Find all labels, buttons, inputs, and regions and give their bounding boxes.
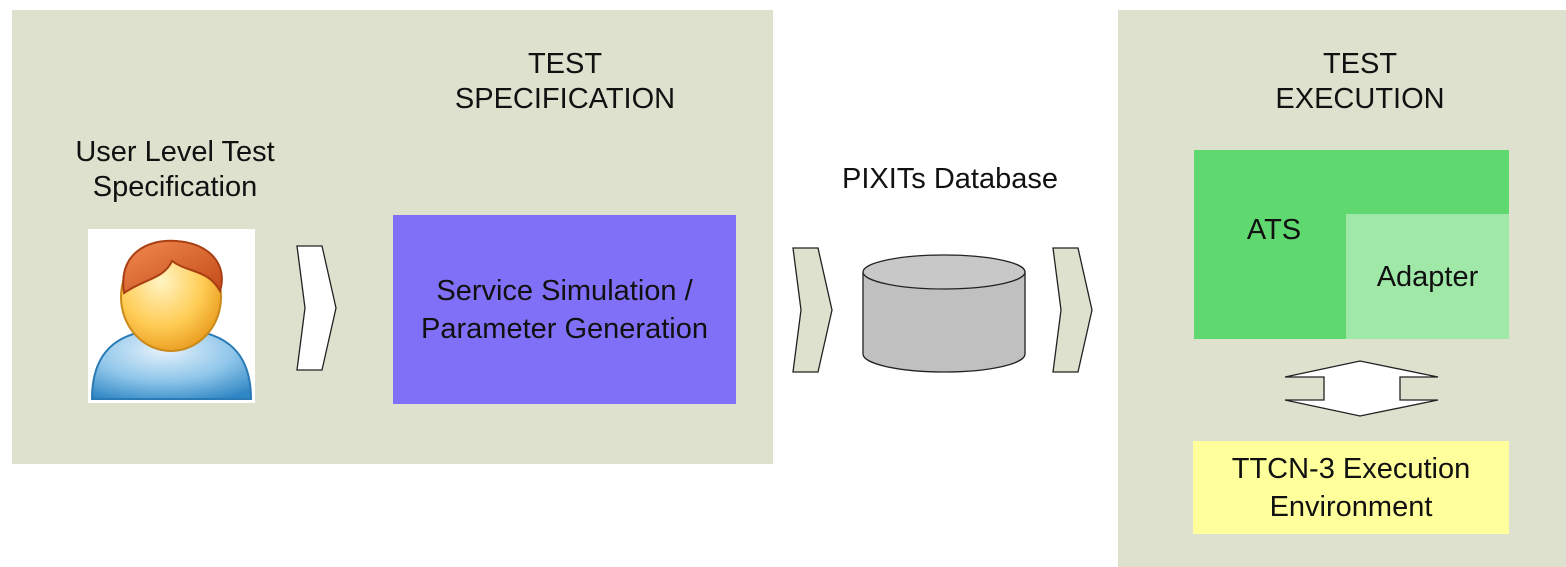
arrow-right-icon [1052, 247, 1093, 373]
database-cylinder-icon [862, 254, 1026, 373]
pixits-database-label: PIXITs Database [842, 163, 1058, 195]
arrow-right-icon [792, 247, 833, 373]
service-box-line2: Parameter Generation [421, 312, 708, 345]
test-execution-title: TEST EXECUTION [1200, 47, 1520, 117]
adapter-block: Adapter [1346, 214, 1509, 339]
exec-title-line2: EXECUTION [1275, 83, 1445, 115]
adapter-label: Adapter [1376, 260, 1479, 293]
ats-label: ATS [1246, 214, 1302, 246]
service-simulation-box: Service Simulation / Parameter Generatio… [393, 215, 736, 404]
user-level-test-spec-label: User Level Test Specification [40, 135, 310, 205]
double-arrow-icon [1284, 360, 1439, 417]
user-label-line2: Specification [92, 171, 258, 203]
user-avatar-icon [88, 229, 255, 403]
ttcn3-environment-box: TTCN-3 Execution Environment [1193, 441, 1509, 534]
env-line2: Environment [1269, 490, 1433, 523]
arrow-right-icon [296, 245, 337, 371]
spec-title-line1: TEST [527, 48, 603, 80]
service-box-line1: Service Simulation / [436, 274, 693, 307]
user-label-line1: User Level Test [75, 136, 275, 168]
env-line1: TTCN-3 Execution [1231, 452, 1471, 485]
spec-title-line2: SPECIFICATION [454, 83, 676, 115]
exec-title-line1: TEST [1322, 48, 1398, 80]
test-specification-title: TEST SPECIFICATION [390, 47, 740, 117]
